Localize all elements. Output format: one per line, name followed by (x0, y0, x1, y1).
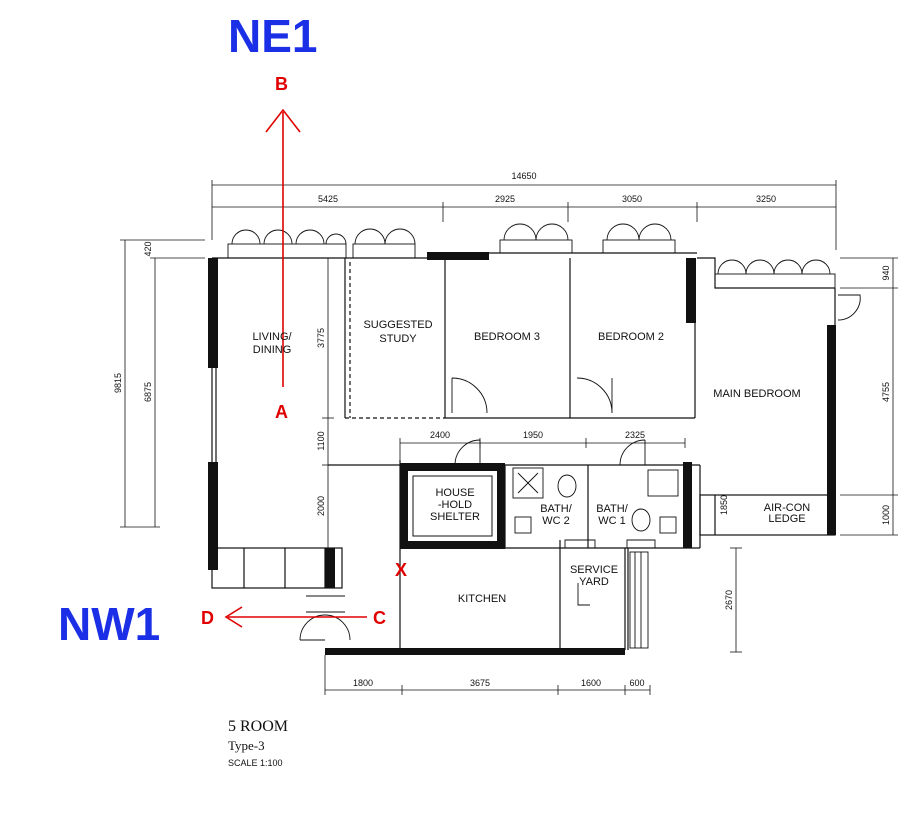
living-label-1: LIVING/ (252, 331, 292, 343)
dim-top-4: 3250 (756, 194, 776, 204)
dimension-lines (120, 180, 898, 695)
main-bedroom-label: MAIN BEDROOM (713, 388, 800, 400)
dim-left-inner-2: 1100 (316, 431, 326, 450)
shelter-label-2: -HOLD (438, 499, 472, 511)
point-b-label: B (275, 74, 288, 94)
dim-left-inner-1: 3775 (316, 328, 326, 348)
nw1-label: NW1 (58, 598, 160, 650)
scale-label: SCALE 1:100 (228, 758, 283, 768)
bath1-label-1: BATH/ (596, 503, 629, 515)
living-label-2: DINING (253, 344, 292, 356)
dim-top-3: 3050 (622, 194, 642, 204)
walls (211, 252, 836, 650)
yard-label-1: SERVICE (570, 564, 618, 576)
windows (227, 223, 861, 649)
ne1-label: NE1 (228, 10, 317, 62)
unit-subtype: Type-3 (228, 738, 265, 753)
dim-right-2: 4755 (881, 382, 891, 402)
study-label-1: SUGGESTED (363, 319, 432, 331)
dim-bottom-3: 1600 (581, 678, 601, 688)
kitchen-label: KITCHEN (458, 593, 506, 605)
structural-walls (208, 252, 836, 655)
dim-yard-height: 2670 (724, 590, 734, 610)
dim-left-inner-3: 2000 (316, 496, 326, 516)
point-c-label: C (373, 608, 386, 628)
bath2-label-1: BATH/ (540, 503, 573, 515)
bath2-label-2: WC 2 (542, 515, 570, 527)
dim-top-1: 5425 (318, 194, 338, 204)
study-label-2: STUDY (379, 333, 417, 345)
dim-right-3: 1000 (881, 505, 891, 525)
point-x-label: X (395, 560, 407, 580)
shelter-label-1: HOUSE (435, 487, 474, 499)
bedroom2-label: BEDROOM 2 (598, 331, 664, 343)
unit-type-title: 5 ROOM (228, 718, 288, 735)
dim-bottom-2: 3675 (470, 678, 490, 688)
dim-left-mid: 6875 (143, 382, 153, 402)
annotation-arrows (224, 108, 367, 628)
aircon-label-1: AIR-CON (764, 502, 811, 514)
point-d-label: D (201, 608, 214, 628)
dim-bottom-4: 600 (629, 678, 644, 688)
dim-inner-2: 1950 (523, 430, 543, 440)
point-a-label: A (275, 402, 288, 422)
bedroom3-label: BEDROOM 3 (474, 331, 540, 343)
aircon-label-2: LEDGE (768, 513, 805, 525)
dim-ledge-width: 1850 (719, 495, 729, 515)
shelter-label-3: SHELTER (430, 511, 480, 523)
yard-label-2: YARD (579, 576, 609, 588)
dim-total-width: 14650 (511, 171, 536, 181)
dim-top-2: 2925 (495, 194, 515, 204)
dim-left-outer: 9815 (113, 373, 123, 393)
dim-right-1: 940 (881, 265, 891, 280)
dim-left-top: 420 (143, 241, 153, 256)
dim-inner-1: 2400 (430, 430, 450, 440)
bath1-label-2: WC 1 (598, 515, 626, 527)
dim-inner-3: 2325 (625, 430, 645, 440)
dim-bottom-1: 1800 (353, 678, 373, 688)
